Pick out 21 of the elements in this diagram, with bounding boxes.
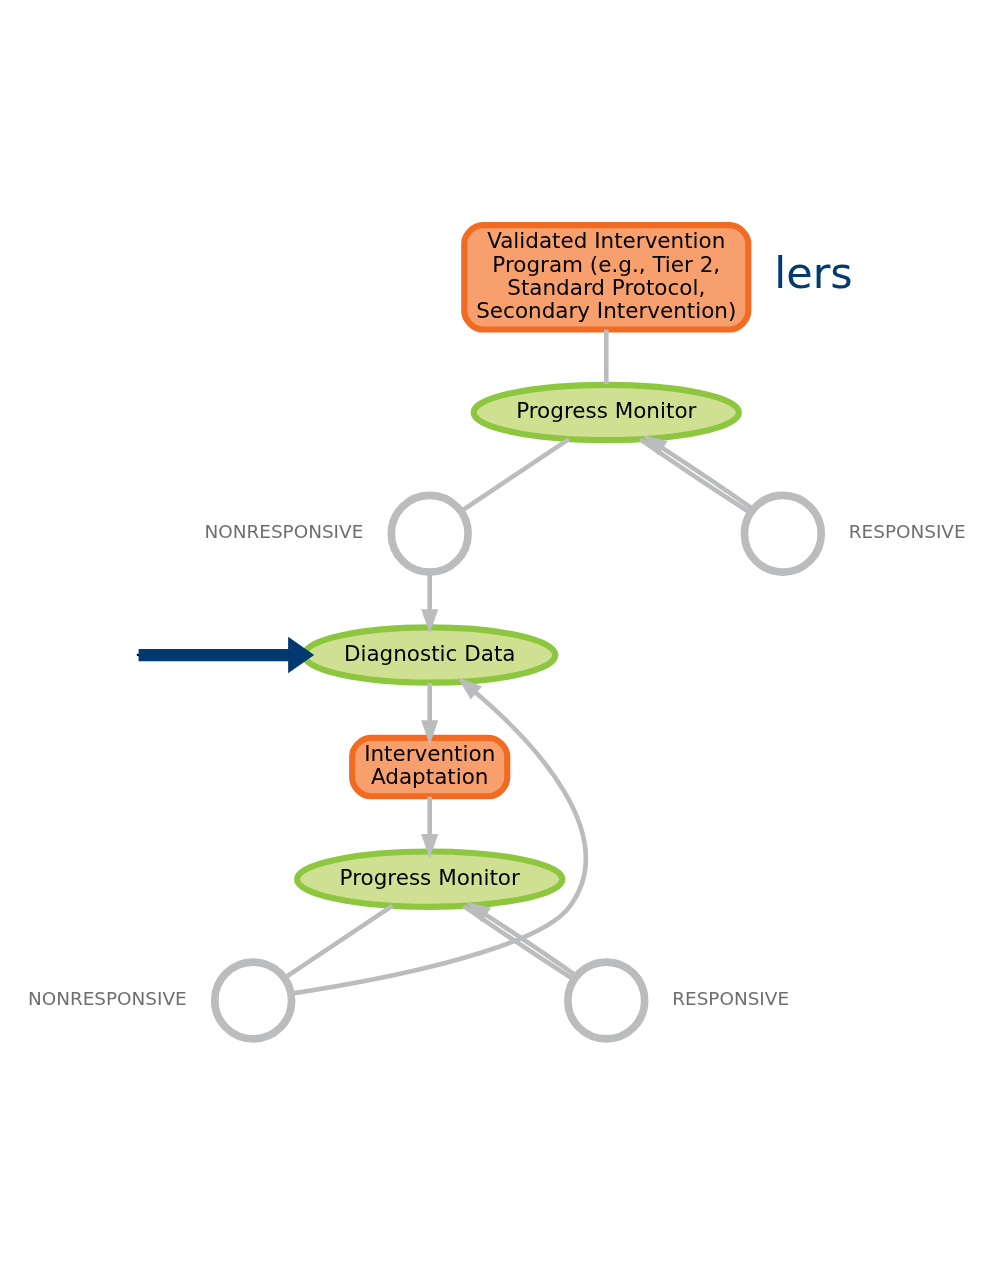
arrow [421,682,439,745]
arrow [138,636,315,674]
arrow [421,796,439,859]
node-circle [564,958,649,1043]
node-box: Validated Intervention Program (e.g., Tier 2, Standard Protocol, Secondary Intervention) [461,222,752,333]
node-box: Intervention Adaptation [349,734,511,800]
node-label: NONRESPONSIVE [204,521,364,543]
node-label: RESPONSIVE [848,521,966,543]
arrow [421,572,439,634]
connector [459,437,571,514]
node-circle [387,491,472,576]
node-ellipse: Diagnostic Data [301,624,559,686]
connector [603,329,609,385]
label: lers [774,247,853,298]
connector [283,903,394,980]
node-ellipse: Progress Monitor [470,381,742,444]
node-label: RESPONSIVE [672,988,790,1010]
node-label: NONRESPONSIVE [27,988,187,1010]
node-ellipse: Progress Monitor [294,848,566,910]
node-circle [740,491,826,576]
node-circle [210,958,296,1043]
